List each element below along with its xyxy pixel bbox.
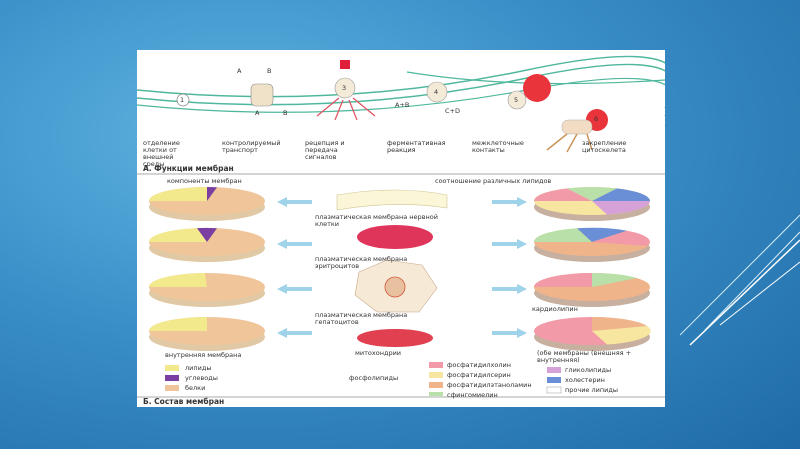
cell-label-nerve: плазматическая мембрана нервной клетки <box>315 213 438 228</box>
function-label-2: контролируемый транспорт <box>222 139 281 154</box>
legend-swatch-proteins <box>165 385 179 391</box>
arrows <box>277 197 527 338</box>
function-label-5: межклеточные контакты <box>472 139 524 154</box>
left-pie-4 <box>149 317 265 351</box>
legend-sphingomyelin: сфингомиелин <box>447 391 498 399</box>
mitochondria-illustration <box>357 329 433 347</box>
left-pie-1 <box>149 186 265 221</box>
legend-phosphatidylserine: фосфатидилсерин <box>447 371 511 379</box>
header-lipid-ratio: соотношение различных липидов <box>435 177 552 185</box>
legend-other-lipids: прочие липиды <box>565 386 618 394</box>
right-pie-3 <box>534 272 650 307</box>
cardiolipin-label: кардиолипин <box>532 305 578 313</box>
legend-phosphatidylcholine: фосфатидилхолин <box>447 361 511 369</box>
marker-1-label: 1 <box>180 96 185 104</box>
marker-a: A <box>237 67 242 75</box>
legend-phosphatidylethanolamine: фосфатидилэтаноламин <box>447 381 532 389</box>
function-label-1: отделение клетки от внешней среды <box>143 139 180 168</box>
nerve-cell-illustration <box>336 189 448 211</box>
function-label-4: ферментативная реакция <box>387 139 446 154</box>
marker-b2: B <box>283 109 288 117</box>
function-label-3: рецепция и передача сигналов <box>305 139 345 161</box>
section-title-composition: Б. Состав мембран <box>143 397 225 406</box>
left-pie-3 <box>148 273 265 307</box>
cell-label-erythrocyte: плазматическая мембрана эритроцитов <box>315 255 408 270</box>
legend-glycolipids: гликолипиды <box>565 366 612 374</box>
cell-label-hepatocyte: плазматическая мембрана гепатоцитов <box>315 311 408 326</box>
inner-membrane-label: внутренняя мембрана <box>165 351 242 359</box>
legend-lipids: липиды <box>185 364 212 372</box>
phospholipids-label: фосфолипиды <box>349 374 399 382</box>
right-pie-2 <box>533 227 650 262</box>
diagram-graphics <box>137 55 665 398</box>
legend-cholesterol: холестерин <box>565 376 605 384</box>
marker-3-label: 3 <box>342 84 347 92</box>
marker-5-label: 5 <box>514 96 519 104</box>
right-pie-4 <box>534 316 651 351</box>
reaction-cpd: C+D <box>445 107 460 115</box>
left-pie-2 <box>148 227 265 262</box>
reaction-apb: A+B <box>395 101 410 109</box>
erythrocyte-illustration <box>357 225 433 249</box>
marker-a2: A <box>255 109 260 117</box>
cell-label-mitochondria: митохондрии <box>355 349 402 357</box>
legend-swatch-lipids <box>165 365 179 371</box>
function-label-6: закрепление цитоскелета <box>582 139 627 154</box>
marker-6-label: 6 <box>594 115 599 123</box>
legend-carbs: углеводы <box>185 374 218 382</box>
marker-b: B <box>267 67 272 75</box>
section-title-functions: А. Функции мембран <box>143 164 234 173</box>
both-membranes-label: (обе мембраны (внешняя + внутренняя) <box>537 349 632 364</box>
legend-proteins: белки <box>185 384 206 392</box>
header-components: компоненты мембран <box>167 177 242 185</box>
marker-1 <box>176 93 190 107</box>
right-pie-1 <box>534 187 650 221</box>
legend-swatch-carbs <box>165 375 179 381</box>
marker-4-label: 4 <box>434 88 439 96</box>
membrane-diagram-panel: A B A B 1 3 4 5 6 A+B C+D отделение клет… <box>137 50 665 407</box>
